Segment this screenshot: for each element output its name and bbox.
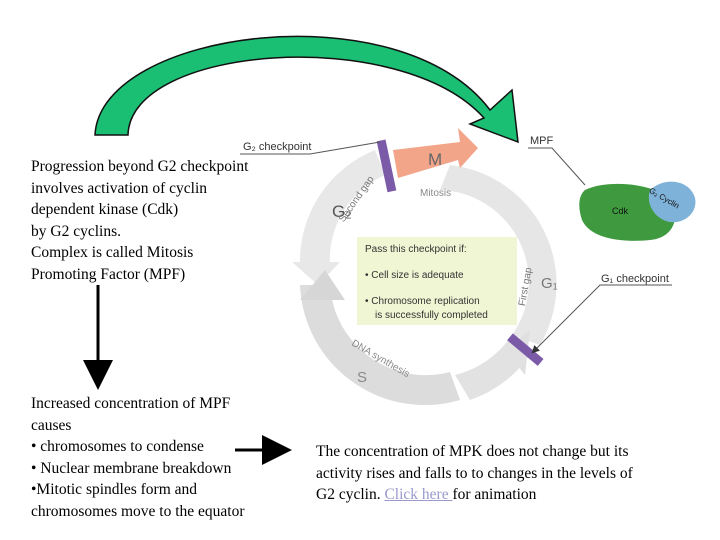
mpf-leader	[528, 147, 586, 186]
left-bottom-line: • chromosomes to condense	[31, 438, 204, 455]
checkpoint-box-text: Pass this checkpoint if: • Cell size is …	[365, 243, 488, 323]
left-top-line: involves activation of cyclin	[31, 179, 208, 197]
checkpoint-bullet-1: • Cell size is adequate	[365, 270, 464, 281]
g1-label: G₁	[541, 275, 558, 292]
g1-checkpoint-bar	[507, 333, 544, 366]
mitosis-label: Mitosis	[420, 188, 452, 199]
g2-checkpoint-bar	[376, 139, 397, 193]
right-bottom-line: The concentration of MPK does not change…	[316, 443, 629, 460]
big-green-arrow	[94, 35, 519, 144]
left-top-line: Progression beyond G2 checkpoint	[31, 158, 249, 175]
left-top-line: dependent kinase (Cdk)	[31, 201, 179, 218]
left-top-line: Complex is called Mitosis	[31, 244, 194, 261]
g1-checkpoint-leader	[531, 284, 672, 354]
cdk-label: Cdk	[612, 206, 629, 216]
mpf-complex	[579, 181, 696, 241]
checkpoint-title: Pass this checkpoint if:	[365, 244, 467, 255]
g2-cyclin-shape	[648, 181, 696, 223]
g2-checkpoint-leader	[240, 141, 381, 155]
left-bottom-line: chromosomes move to the equator	[31, 502, 245, 520]
left-top-text: Progression beyond G2 checkpoint involve…	[31, 156, 248, 285]
left-top-line: Promoting Factor (MPF)	[31, 265, 186, 283]
animation-link[interactable]: Click here	[384, 486, 453, 503]
s-label: S	[357, 369, 368, 386]
line3-after: for animation	[452, 486, 537, 503]
left-top-line: by G2 cyclins.	[31, 222, 121, 240]
g2-arrowhead	[292, 262, 340, 285]
left-bottom-line: causes	[31, 416, 72, 434]
left-bottom-line: • Nuclear membrane breakdown	[31, 459, 232, 477]
checkpoint-bullet-2a: • Chromosome replication	[365, 296, 480, 307]
right-bottom-line-3: G2 cyclin. Click here for animation	[316, 484, 633, 506]
g1-checkpoint-label: G₁ checkpoint	[601, 273, 669, 285]
right-bottom-text: The concentration of MPK does not change…	[316, 441, 633, 506]
m-label: M	[428, 150, 443, 169]
left-bottom-text: Increased concentration of MPF causes • …	[31, 393, 245, 522]
right-bottom-line: activity rises and falls to to changes i…	[316, 464, 633, 482]
checkpoint-box	[357, 237, 517, 325]
checkpoint-bullet-2b: is successfully completed	[375, 310, 488, 321]
g2-label: G₂	[332, 202, 352, 221]
m-phase-arrow	[393, 128, 478, 178]
left-bottom-line: Increased concentration of MPF	[31, 395, 231, 412]
cell-cycle-ring	[292, 150, 557, 406]
line3-before: G2 cyclin.	[316, 486, 385, 503]
left-bottom-line: •Mitotic spindles form and	[31, 481, 198, 498]
mpf-label: MPF	[530, 135, 554, 147]
g2-checkpoint-label: G₂ checkpoint	[243, 141, 312, 153]
